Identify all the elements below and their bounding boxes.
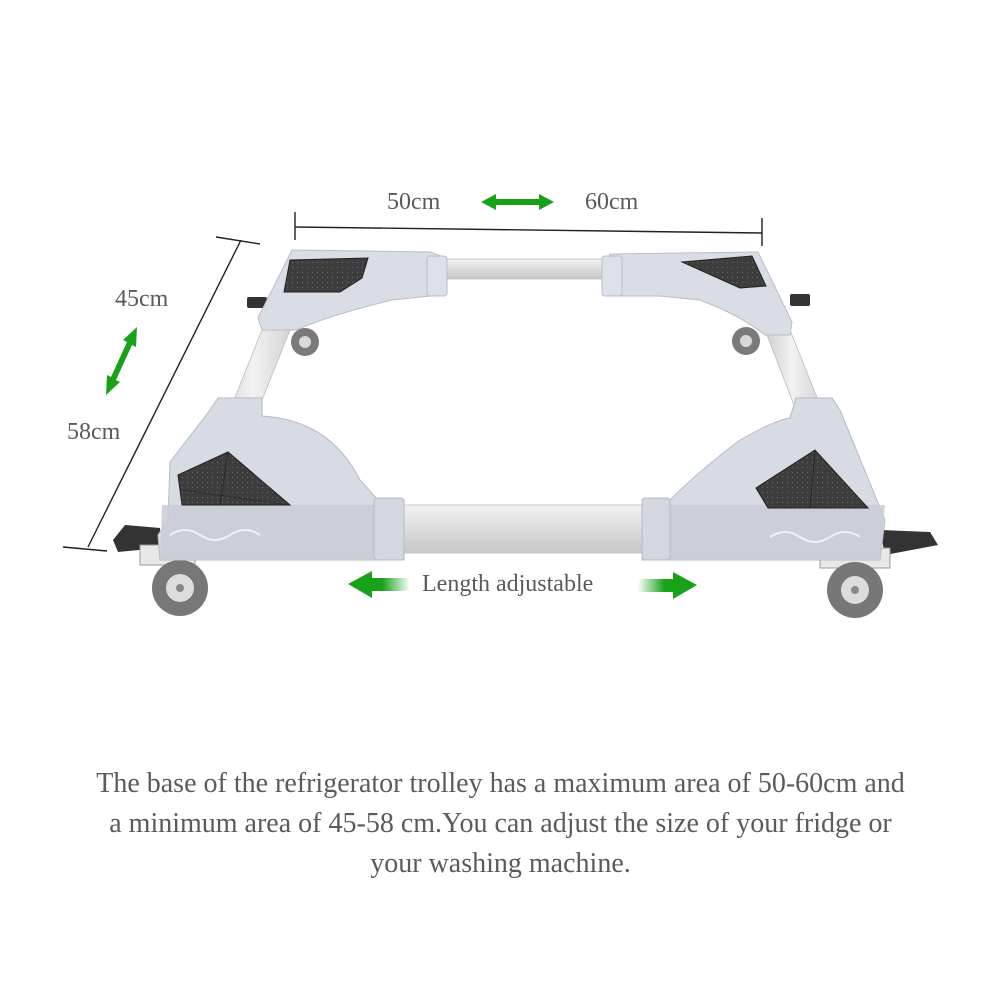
length-adjustable-label: Length adjustable: [422, 571, 594, 597]
caption-line-3: your washing machine.: [370, 848, 631, 879]
front-tube: [399, 504, 646, 554]
corner-front-right: [641, 397, 938, 618]
caption-line-2: a minimum area of 45-58 cm.You can adjus…: [109, 808, 892, 839]
right-tube: [764, 329, 821, 406]
description-caption: The base of the refrigerator trolley has…: [0, 764, 1001, 884]
arrow-right-icon: [638, 572, 697, 599]
depth-min-label: 45cm: [115, 286, 169, 312]
depth-max-label: 58cm: [67, 419, 121, 445]
double-arrow-diagonal-icon: [106, 327, 137, 395]
caption-line-1: The base of the refrigerator trolley has…: [96, 768, 905, 799]
back-tube: [439, 258, 611, 280]
depth-dimension-line: [62, 236, 261, 552]
width-max-label: 60cm: [585, 189, 639, 215]
corner-back-left: [247, 249, 448, 356]
corner-back-right: [601, 251, 810, 355]
width-min-label: 50cm: [387, 189, 441, 215]
corner-front-left: [113, 397, 405, 616]
double-arrow-horizontal-icon: [481, 194, 554, 210]
arrow-left-icon: [348, 571, 410, 598]
width-dimension-line: [294, 212, 763, 246]
